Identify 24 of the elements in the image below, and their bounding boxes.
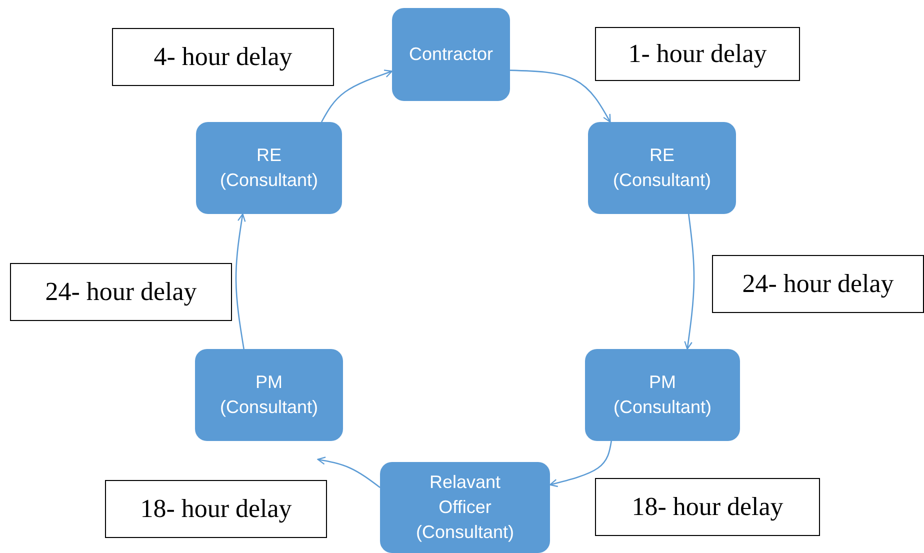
process-box <box>195 349 343 441</box>
node-label: RE (Consultant) <box>612 144 712 192</box>
edge-label: 24- hour delay <box>10 263 232 321</box>
edge-label: 1- hour delay <box>595 27 800 81</box>
arrow <box>549 440 612 488</box>
edge-label: 24- hour delay <box>712 255 924 313</box>
arrow <box>684 214 695 350</box>
edge-label: 4- hour delay <box>112 28 334 86</box>
process-box <box>196 122 342 214</box>
node-label: RE (Consultant) <box>218 144 320 192</box>
edge-label: 18- hour delay <box>595 478 820 536</box>
process-box <box>585 349 740 441</box>
node-label: Relavant Officer (Consultant) <box>414 470 516 544</box>
arrow <box>317 456 380 488</box>
process-box <box>392 8 510 101</box>
node-label: PM (Consultant) <box>612 370 713 419</box>
node-label: Contractor <box>408 42 494 66</box>
edge-label: 18- hour delay <box>105 480 327 538</box>
process-box <box>588 122 736 214</box>
arrow <box>510 70 611 123</box>
process-box <box>380 462 550 553</box>
node-label: PM (Consultant) <box>218 370 320 419</box>
arrow <box>320 70 393 122</box>
arrow <box>235 213 246 350</box>
